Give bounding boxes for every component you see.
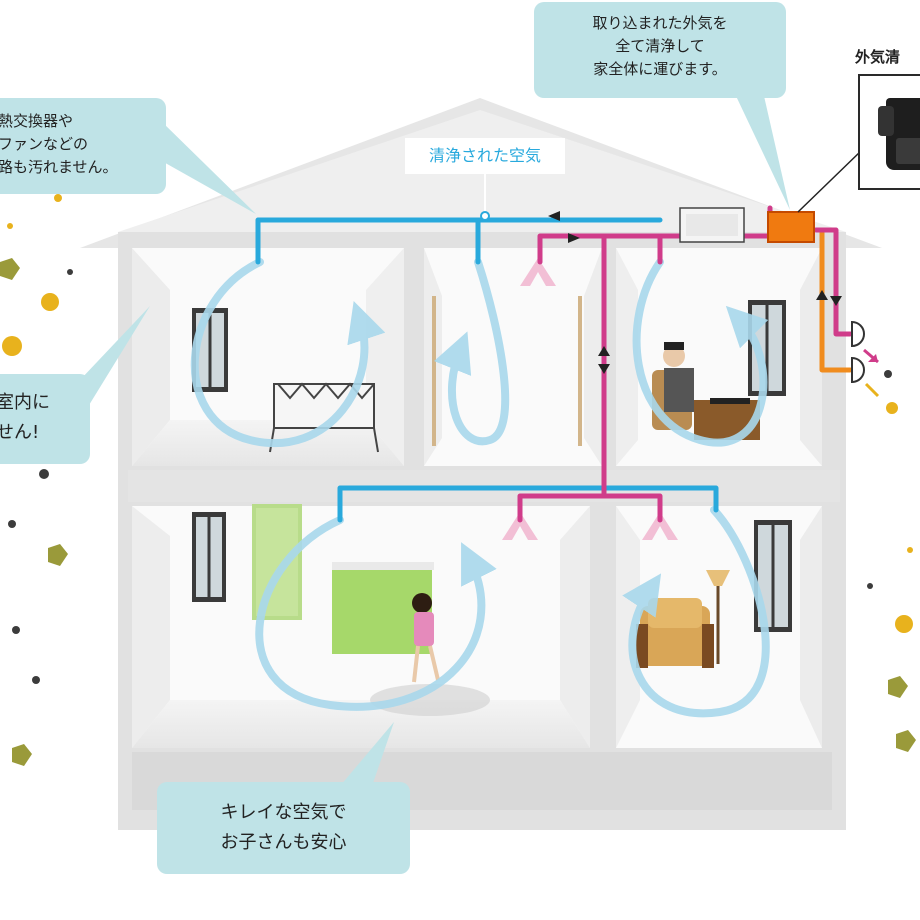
floor-lamp [706, 570, 730, 664]
tail-top [736, 96, 790, 210]
callout-bottom-line: お子さんも安心 [220, 832, 347, 853]
room-living-kitchen [132, 504, 590, 748]
callout-left-line: ファンなどの [0, 135, 89, 153]
dust-olive [0, 258, 916, 766]
airflow-living [255, 516, 497, 711]
outdoor-hoods [851, 320, 865, 384]
callout-tails [80, 96, 790, 786]
callout-top-line: 取り込まれた外気を [592, 14, 728, 32]
callout-outdoor-air-cleaned: 取り込まれた外気を 全て清浄して 家全体に運びます。 [534, 2, 786, 98]
callout-indoor-line: 室内に [0, 392, 50, 413]
duct-arrows [548, 211, 842, 374]
fresh-air-duct [819, 227, 853, 373]
tail-indoor [80, 306, 150, 410]
callout-heat-exchanger: 熱交換器や ファンなどの 路も汚れません。 [0, 98, 166, 194]
callout-indoor-line: せん! [0, 422, 40, 443]
clean-air-label: 清浄された空気 [405, 138, 565, 174]
clean-duct-1f [337, 485, 719, 523]
rooms [132, 248, 822, 748]
airflow-bedroom [190, 258, 386, 448]
return-air-vents [502, 258, 678, 540]
filter-leader-line [797, 149, 863, 213]
room-middle [424, 248, 602, 466]
intake-arrow [864, 382, 880, 398]
filter-device-icon [878, 98, 920, 170]
air-purifier-unit [767, 211, 815, 243]
airflow-study [632, 258, 769, 447]
callout-top-line: 家全体に運びます。 [593, 60, 727, 78]
airflow-lounge [622, 506, 770, 718]
clean-duct-2f [255, 217, 663, 265]
armchair [636, 598, 714, 668]
tail-left [160, 120, 256, 214]
outdoor-filter-inset [858, 74, 920, 190]
filter-device-knob [878, 106, 894, 136]
dust-dark [8, 269, 892, 684]
child [412, 593, 440, 683]
airflow-loops [190, 258, 770, 718]
filter-device-face [896, 138, 920, 164]
room-lounge [616, 506, 822, 748]
callout-left-line: 熱交換器や [0, 112, 74, 130]
callout-top-line: 全て清浄して [615, 37, 705, 55]
callout-left-line: 路も汚れません。 [0, 158, 118, 176]
outdoor-filter-label: 外気清 [855, 48, 901, 66]
ventilation-unit [679, 149, 863, 243]
callout-child-safe: キレイな空気で お子さんも安心 [157, 782, 410, 874]
tail-bottom [340, 722, 394, 786]
callout-bottom-line: キレイな空気で [220, 802, 347, 823]
callout-indoor: 室内に せん! [0, 374, 90, 464]
outdoor-dust [0, 181, 916, 766]
airflow-middle [434, 258, 510, 446]
